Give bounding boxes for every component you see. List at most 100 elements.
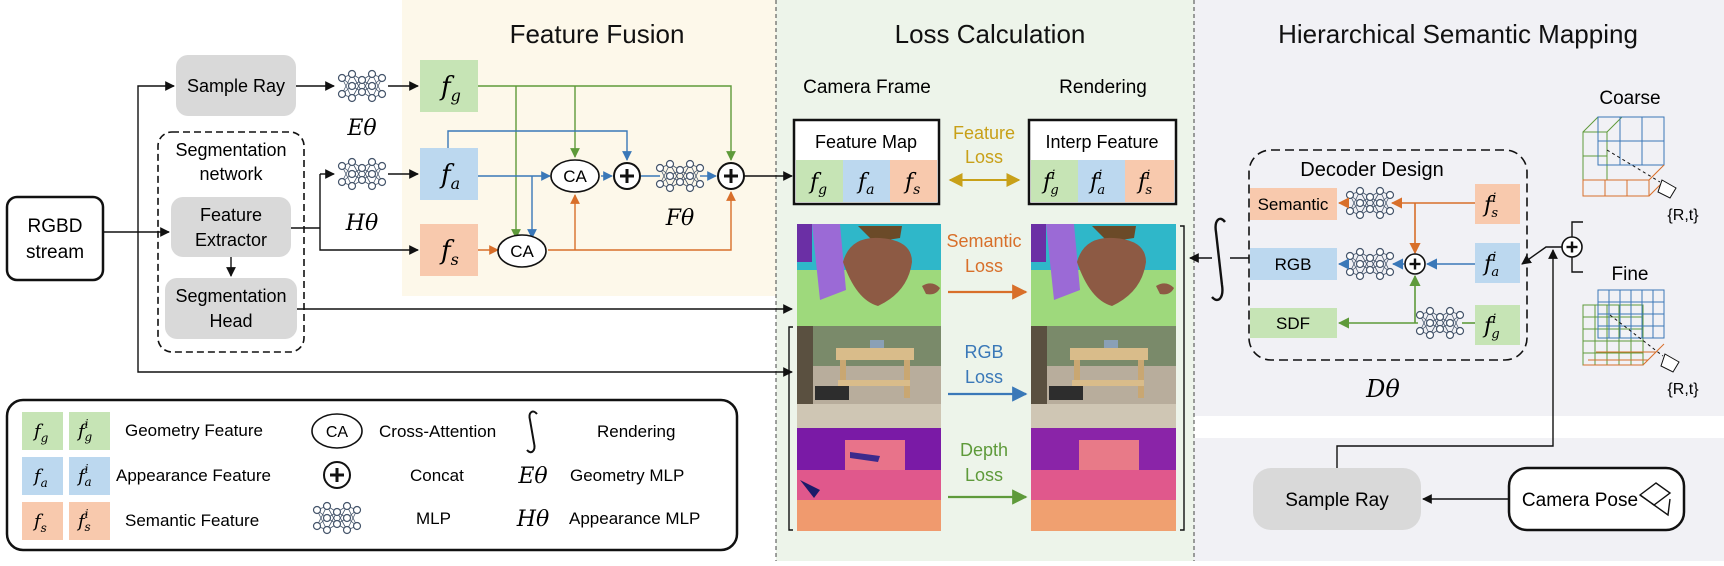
section-title-semantic-mapping: Hierarchical Semantic Mapping [1278, 19, 1638, 49]
feature-map-label: Feature Map [815, 132, 917, 152]
rgb-loss-label-2: Loss [965, 367, 1003, 387]
ca-label-lower: CA [510, 242, 534, 261]
fs-feature-box [420, 224, 478, 276]
h-theta-label: Hθ [345, 211, 378, 236]
legend-geometry-mlp: Geometry MLP [570, 466, 684, 485]
rendering-integral-icon [1211, 217, 1226, 302]
fa-feature-box [420, 148, 478, 200]
camera-pose-icon [1638, 482, 1672, 517]
decoder-wiring [1337, 197, 1475, 329]
legend-concat: Concat [410, 466, 464, 485]
concat-node-1 [612, 161, 642, 191]
render-depth-image [1031, 428, 1176, 531]
cross-attention-node-upper [550, 159, 600, 193]
camera-semantic-image [797, 224, 941, 326]
feature-map-fs [890, 160, 937, 202]
feature-loss-label-1: Feature [953, 123, 1015, 143]
legend-e-theta: Eθ [517, 464, 547, 489]
rgb-loss-label-1: RGB [964, 342, 1003, 362]
segmentation-head-node [165, 278, 297, 339]
geometry-mlp-icon [337, 69, 387, 103]
seg-network-label-line1: Segmentation [175, 140, 286, 160]
grid-merge-concat-node [1560, 235, 1584, 259]
depth-loss-label-2: Loss [965, 465, 1003, 485]
decoder-design-title: Decoder Design [1300, 159, 1443, 181]
segmentation-head-label-line1: Segmentation [175, 286, 286, 306]
rgb-output-label: RGB [1275, 255, 1312, 274]
sdf-output-box [1250, 308, 1337, 338]
camera-image-bracket [788, 326, 793, 531]
interp-fs [1125, 160, 1174, 202]
legend-box [5, 398, 739, 552]
legend-h-theta: Hθ [516, 507, 549, 532]
bottom-sample-ray-label: Sample Ray [1285, 490, 1389, 511]
input-connectors [103, 81, 793, 377]
sdf-output-label: SDF [1276, 314, 1310, 333]
interp-fa [1078, 160, 1125, 202]
rgbd-stream-node [5, 195, 105, 282]
legend-appearance-feature: Appearance Feature [116, 466, 271, 485]
legend-geometry-feature: Geometry Feature [125, 421, 263, 440]
ca-label-upper: CA [563, 167, 587, 186]
segmentation-head-label-line2: Head [209, 311, 252, 331]
seg-network-label-line2: network [199, 164, 263, 184]
fa-i-box [1475, 243, 1520, 283]
decoder-concat-node [1403, 252, 1427, 276]
feature-extractor-label-line1: Feature [200, 205, 262, 225]
sample-ray-label: Sample Ray [187, 76, 285, 96]
fusion-wiring [447, 85, 736, 255]
rgbd-label-line2: stream [26, 242, 84, 263]
semantic-loss-label-2: Loss [965, 256, 1003, 276]
feature-map-fa [843, 160, 890, 202]
rgbd-label-line1: RGBD [28, 216, 83, 237]
fg-feature-box [420, 60, 478, 112]
camera-depth-image [797, 428, 941, 531]
camera-frame-label: Camera Frame [803, 77, 931, 98]
rendering-label: Rendering [1059, 77, 1147, 98]
legend-semantic-feature: Semantic Feature [125, 511, 259, 530]
legend-ca-label: CA [326, 424, 349, 441]
legend-swatches [22, 412, 110, 540]
concat-node-2 [716, 161, 746, 191]
depth-loss-label-1: Depth [960, 440, 1008, 460]
legend-cross-attention: Cross-Attention [379, 422, 496, 441]
f-theta-label: Fθ [665, 206, 695, 231]
section-title-feature-fusion: Feature Fusion [510, 19, 685, 49]
fs-i-box [1475, 184, 1520, 224]
feature-map-fg [796, 160, 843, 202]
bottom-sample-ray-node [1253, 468, 1421, 530]
grid-merge-wiring [1521, 221, 1583, 273]
sample-ray-node [176, 55, 296, 116]
legend-integral-icon [526, 410, 538, 454]
fine-pose-label: {R,t} [1667, 381, 1699, 398]
appearance-mlp-icon [337, 157, 387, 191]
legend-mlp: MLP [416, 509, 451, 528]
semantic-output-label: Semantic [1258, 195, 1329, 214]
d-theta-label: Dθ [1365, 375, 1400, 403]
feature-loss-label-2: Loss [965, 147, 1003, 167]
coarse-label: Coarse [1599, 88, 1660, 109]
fg-i-box [1475, 305, 1520, 345]
camera-rgb-image [797, 326, 941, 428]
fine-grid-icon [1582, 289, 1680, 373]
camera-pose-label: Camera Pose [1522, 490, 1638, 511]
rgb-output-box [1250, 248, 1337, 280]
feature-extractor-node [171, 197, 291, 257]
coarse-pose-label: {R,t} [1667, 207, 1699, 224]
pose-wiring [1336, 249, 1558, 504]
interp-fg [1031, 160, 1078, 202]
legend-ca-icon [311, 413, 363, 449]
legend-rendering: Rendering [597, 422, 675, 441]
render-image-bracket [1180, 225, 1185, 531]
semantic-loss-label-1: Semantic [946, 231, 1021, 251]
legend-concat-icon [322, 460, 352, 490]
